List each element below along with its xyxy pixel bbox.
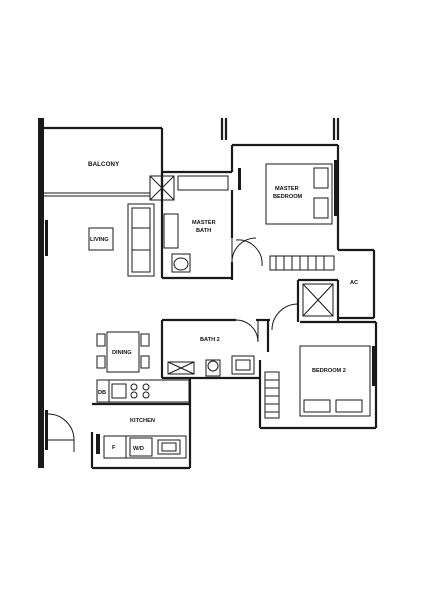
fixture-washer-dryer: W/D bbox=[133, 446, 144, 452]
room-master-bedroom-line1: MASTER bbox=[275, 186, 299, 192]
room-ac: AC bbox=[350, 280, 358, 286]
room-master-bath-line2: BATH bbox=[196, 228, 211, 234]
master-bedroom: MASTER BEDROOM bbox=[265, 163, 335, 271]
fixture-db: DB bbox=[98, 390, 106, 396]
room-master-bath-line1: MASTER bbox=[192, 220, 216, 226]
room-bedroom-2: BEDROOM 2 bbox=[312, 368, 346, 374]
windows bbox=[45, 160, 375, 450]
fixture-fridge: F bbox=[112, 445, 116, 451]
store-box bbox=[302, 283, 334, 317]
doors bbox=[47, 237, 299, 452]
master-bath: MASTER BATH bbox=[149, 175, 229, 273]
living-area: LIVING bbox=[88, 203, 155, 277]
dining-area: DINING bbox=[96, 331, 150, 373]
bath-2: BATH 2 bbox=[167, 337, 255, 377]
room-living: LIVING bbox=[90, 237, 109, 243]
outer-walls bbox=[38, 118, 378, 470]
room-bath-2: BATH 2 bbox=[200, 337, 220, 343]
room-kitchen: KITCHEN bbox=[130, 418, 155, 424]
room-master-bedroom-line2: BEDROOM bbox=[273, 194, 303, 200]
room-balcony: BALCONY bbox=[88, 161, 120, 168]
kitchen: DB KITCHEN F W/D bbox=[96, 379, 190, 459]
bedroom-2: BEDROOM 2 bbox=[264, 345, 371, 419]
room-dining: DINING bbox=[112, 350, 132, 356]
